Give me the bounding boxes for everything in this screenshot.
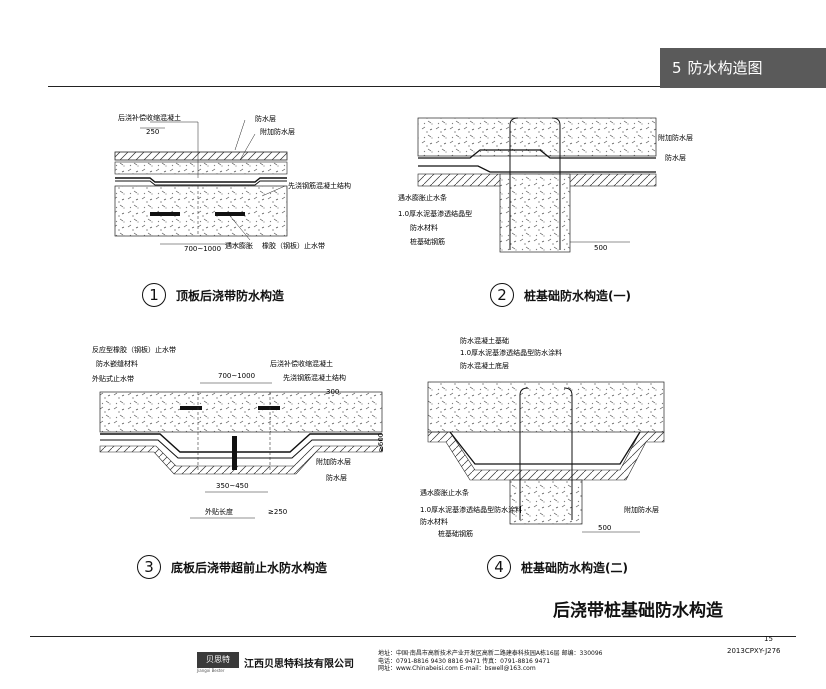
d4-label-4: 1.0厚水泥基渗透结晶型防水涂料 [420,505,522,514]
d3-label-1: 防水嵌缝材料 [96,359,138,368]
main-title: 后浇带桩基础防水构造 [553,601,723,621]
d1-label-4: 遇水膨胀 [225,241,253,250]
caption-text: 底板后浇带超前止水防水构造 [171,560,328,575]
d1-label-1: 防水层 [255,114,276,123]
d3-label-0: 反应型橡胶（钢板）止水带 [92,345,176,354]
caption-detail-3: 3 底板后浇带超前止水防水构造 [137,555,327,579]
d4-label-6: 桩基础钢筋 [438,529,473,538]
d3-label-6: 防水层 [326,473,347,482]
d4-label-2: 防水混凝土底层 [460,361,509,370]
detail-2-drawing: 附加防水层 防水层 遇水膨胀止水条 1.0厚水泥基渗透结晶型 防水材料 桩基础钢… [398,117,693,253]
contact-block: 地址：中国·南昌市高新技术产业开发区高新二路建泰科技园A栋16层 邮编：3300… [378,650,602,673]
d3-label-2: 外贴式止水带 [92,374,134,383]
section-title: 防水构造图 [687,59,763,77]
section-tab: 5 防水构造图 [660,48,826,88]
detail-number: 3 [137,555,161,579]
d2-label-5: 桩基础钢筋 [410,237,445,246]
caption-detail-4: 4 桩基础防水构造(二) [487,555,628,579]
logo-subtitle: Jiangxi Bester [197,668,225,673]
header-rule [48,86,660,87]
d3-dim-2: 350~450 [216,482,249,490]
d3-label-5: 附加防水层 [316,457,351,466]
d2-label-1: 防水层 [665,153,686,162]
d1-label-2: 附加防水层 [260,127,295,136]
d1-label-0: 后浇补偿收缩混凝土 [118,113,181,122]
website: 网址：www.Chinabeisi.com E-mail：bswell@163.… [378,665,536,672]
d4-label-7: 附加防水层 [624,505,659,514]
d3-label-4: 先浇钢筋混凝土结构 [283,373,346,382]
d4-label-1: 1.0厚水泥基渗透结晶型防水涂料 [460,348,562,357]
d3-dim-1: 300 [326,388,339,396]
d3-dim-0: 700~1000 [218,372,255,380]
section-number: 5 [672,59,682,77]
caption-text: 桩基础防水构造(一) [524,288,631,303]
address: 地址：中国·南昌市高新技术产业开发区高新二路建泰科技园A栋16层 邮编：3300… [378,650,603,657]
detail-number: 4 [487,555,511,579]
d2-dim-0: 500 [594,244,607,252]
page-number: 15 [764,635,773,643]
caption-detail-2: 2 桩基础防水构造(一) [490,283,631,307]
phone: 电话：0791-8816 9430 8816 9471 传真：0791-8816… [378,657,551,665]
company-name: 江西贝思特科技有限公司 [244,659,354,670]
d4-dim-0: 500 [598,524,611,532]
detail-1-drawing: 后浇补偿收缩混凝土 防水层 附加防水层 先浇钢筋混凝土结构 遇水膨胀 橡胶（钢板… [114,113,351,253]
d3-dim-4: ≥250 [268,508,287,516]
d4-label-0: 防水混凝土基础 [460,336,509,345]
d2-label-4: 防水材料 [410,223,438,232]
d1-label-3: 先浇钢筋混凝土结构 [288,181,351,190]
caption-text: 顶板后浇带防水构造 [176,288,285,303]
d3-dim-5: ≥600 [377,433,385,452]
d4-label-3: 遇水膨胀止水条 [420,488,469,497]
caption-text: 桩基础防水构造(二) [521,560,628,575]
d2-label-3: 1.0厚水泥基渗透结晶型 [398,209,472,218]
caption-detail-1: 1 顶板后浇带防水构造 [142,283,284,307]
detail-3-drawing: 反应型橡胶（钢板）止水带 防水嵌缝材料 外贴式止水带 后浇补偿收缩混凝土 先浇钢… [92,345,385,519]
d2-label-0: 附加防水层 [658,133,693,142]
d4-label-5: 防水材料 [420,517,448,526]
detail-4-drawing: 防水混凝土基础 1.0厚水泥基渗透结晶型防水涂料 防水混凝土底层 遇水膨胀止水条… [420,336,665,538]
d1-label-5: 橡胶（钢板）止水带 [262,241,325,250]
d2-label-2: 遇水膨胀止水条 [398,193,447,202]
footer-rule [30,636,796,637]
detail-number: 1 [142,283,166,307]
d3-label-3: 后浇补偿收缩混凝土 [270,359,333,368]
doc-code: 2013CPXY-J276 [727,647,781,655]
d1-dim-1: 700~1000 [184,245,221,253]
detail-number: 2 [490,283,514,307]
d3-dim-3: 外贴长度 [205,507,233,516]
company-logo: 贝思特 [197,652,239,668]
d1-dim-0: 250 [146,128,159,136]
